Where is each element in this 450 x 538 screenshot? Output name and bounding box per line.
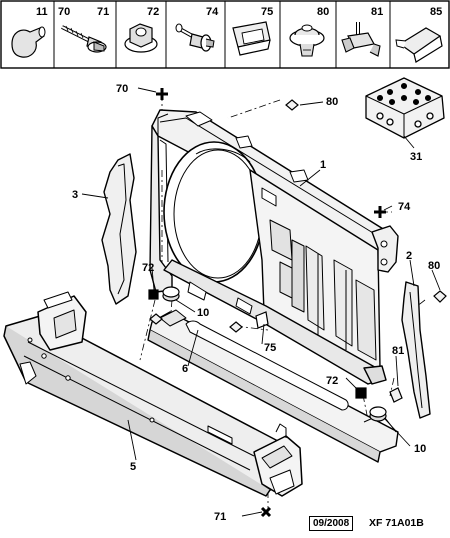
right-deflector <box>401 281 431 419</box>
fasteners-in-place <box>148 88 447 518</box>
callout-label: 2 <box>406 250 412 262</box>
callout-label: 71 <box>214 511 226 523</box>
flange-nut-icon <box>124 23 158 53</box>
rivet-marker-icon <box>229 321 243 333</box>
hardware-number: 85 <box>430 6 442 18</box>
screw-marker-icon <box>260 506 272 518</box>
callout-label: 75 <box>264 342 276 354</box>
callout-labels: 70 80 31 1 74 3 2 80 72 10 75 6 81 72 10… <box>72 83 440 523</box>
hardware-number: 75 <box>261 6 273 18</box>
retainer-icon <box>395 27 443 63</box>
left-deflector <box>101 153 137 305</box>
clip-marker-icon <box>255 311 269 329</box>
hardware-number: 81 <box>371 6 383 18</box>
diagram-date: 09/2008 <box>309 516 354 531</box>
callout-label: 10 <box>197 307 209 319</box>
stud-bolt-icon <box>175 23 215 52</box>
callout-label: 80 <box>326 96 338 108</box>
clip-marker-icon <box>389 387 403 403</box>
radiator-frame <box>149 109 399 385</box>
callout-label: 31 <box>410 151 422 163</box>
callout-leaders <box>81 87 441 517</box>
hardware-number: 74 <box>206 6 219 18</box>
stud-marker-icon <box>374 206 386 218</box>
push-rivet-icon <box>289 24 325 57</box>
screw-marker-icon <box>156 88 168 100</box>
lower-crossmember <box>147 309 399 463</box>
hardware-number: 71 <box>97 6 109 18</box>
plug-icon <box>11 26 46 58</box>
callout-label: 70 <box>116 83 128 95</box>
screw-icon <box>61 25 107 53</box>
nut-marker-icon <box>355 387 367 399</box>
clip-icon <box>232 21 271 56</box>
callout-label: 1 <box>320 159 326 171</box>
hardware-number: 80 <box>317 6 329 18</box>
callout-label: 74 <box>398 201 411 213</box>
bumper-beam <box>3 291 303 497</box>
callout-label: 72 <box>326 375 338 387</box>
hardware-legend: 11 70 71 72 74 75 80 81 85 <box>0 0 450 69</box>
hardware-number: 72 <box>147 6 159 18</box>
callout-label: 5 <box>130 461 136 473</box>
rivet-marker-icon <box>433 290 447 303</box>
rivet-marker-icon <box>285 99 299 111</box>
callout-label: 6 <box>182 363 188 375</box>
callout-label: 3 <box>72 189 78 201</box>
bracket-clip-icon <box>341 22 381 57</box>
rivet-marker-icon <box>149 313 163 325</box>
diagram-reference: XF 71A01B <box>369 517 424 529</box>
callout-label: 72 <box>142 262 154 274</box>
callout-label: 10 <box>414 443 426 455</box>
nut-marker-icon <box>148 289 159 300</box>
hardware-number: 11 <box>36 6 48 18</box>
hardware-number: 70 <box>58 6 70 18</box>
callout-label: 81 <box>392 345 404 357</box>
connector-block <box>365 77 445 139</box>
callout-label: 80 <box>428 260 440 272</box>
